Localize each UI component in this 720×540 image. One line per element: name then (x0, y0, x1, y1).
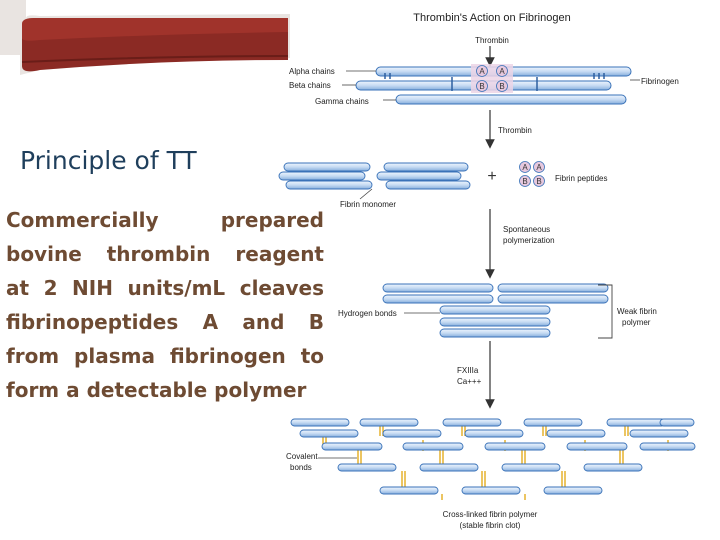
free-peptide-a-right: A (536, 163, 542, 172)
peptide-b-left: B (479, 82, 484, 91)
cross-linked-label-1: Cross-linked fibrin polymer (443, 510, 538, 519)
fibrin-peptides-label: Fibrin peptides (555, 174, 607, 183)
peptide-a-left: A (479, 67, 485, 76)
body-line-1: Commercially prepared (6, 208, 324, 232)
alpha-chains-label: Alpha chains (289, 67, 335, 76)
peptide-b-right: B (499, 82, 504, 91)
body-line-3: at 2 NIH units/mL cleaves (6, 276, 324, 300)
spontaneous-label-1: Spontaneous (503, 225, 550, 234)
beta-chains-label: Beta chains (289, 81, 331, 90)
weak-polymer-bracket (598, 284, 613, 339)
free-peptide-b-left: B (522, 177, 527, 186)
body-line-5: from plasma fibrinogen to (6, 344, 324, 368)
covalent-bonds-label-1: Covalent (286, 452, 318, 461)
body-line-2: bovine thrombin reagent (6, 242, 324, 266)
cross-linked-polymer (290, 418, 696, 500)
decorative-band (0, 0, 290, 75)
body-line-4: fibrinopeptides A and B (6, 310, 324, 334)
diagram-title: Thrombin's Action on Fibrinogen (413, 12, 570, 24)
spontaneous-label-2: polymerization (503, 236, 555, 245)
thrombin-arrow-label: Thrombin (498, 126, 532, 135)
fibrinogen-label: Fibrinogen (641, 77, 679, 86)
thrombin-top-label: Thrombin (475, 36, 509, 45)
fxiiia-label: FXIIIa (457, 366, 479, 375)
weak-fibrin-label-1: Weak fibrin (617, 307, 657, 316)
plus-sign: + (487, 168, 496, 185)
peptide-a-right: A (499, 67, 505, 76)
fibrinogen-molecule: A A B B (355, 64, 632, 105)
cross-linked-label-2: (stable fibrin clot) (460, 521, 521, 530)
weak-fibrin-label-2: polymer (622, 318, 651, 327)
calcium-label: Ca+++ (457, 377, 482, 386)
fibrin-monomer-label: Fibrin monomer (340, 200, 396, 209)
slide-body-text: Commercially prepared bovine thrombin re… (6, 203, 324, 407)
free-peptide-a-left: A (522, 163, 528, 172)
covalent-bonds-label-2: bonds (290, 463, 312, 472)
body-line-6: form a detectable polymer (6, 378, 307, 402)
hydrogen-bonds-label: Hydrogen bonds (338, 309, 397, 318)
gamma-chains-label: Gamma chains (315, 97, 369, 106)
free-fibrin-peptides: A A B B (519, 161, 545, 187)
weak-fibrin-polymer (382, 283, 609, 338)
fibrin-monomers (278, 162, 471, 190)
slide-title: Principle of TT (20, 146, 197, 175)
free-peptide-b-right: B (536, 177, 541, 186)
